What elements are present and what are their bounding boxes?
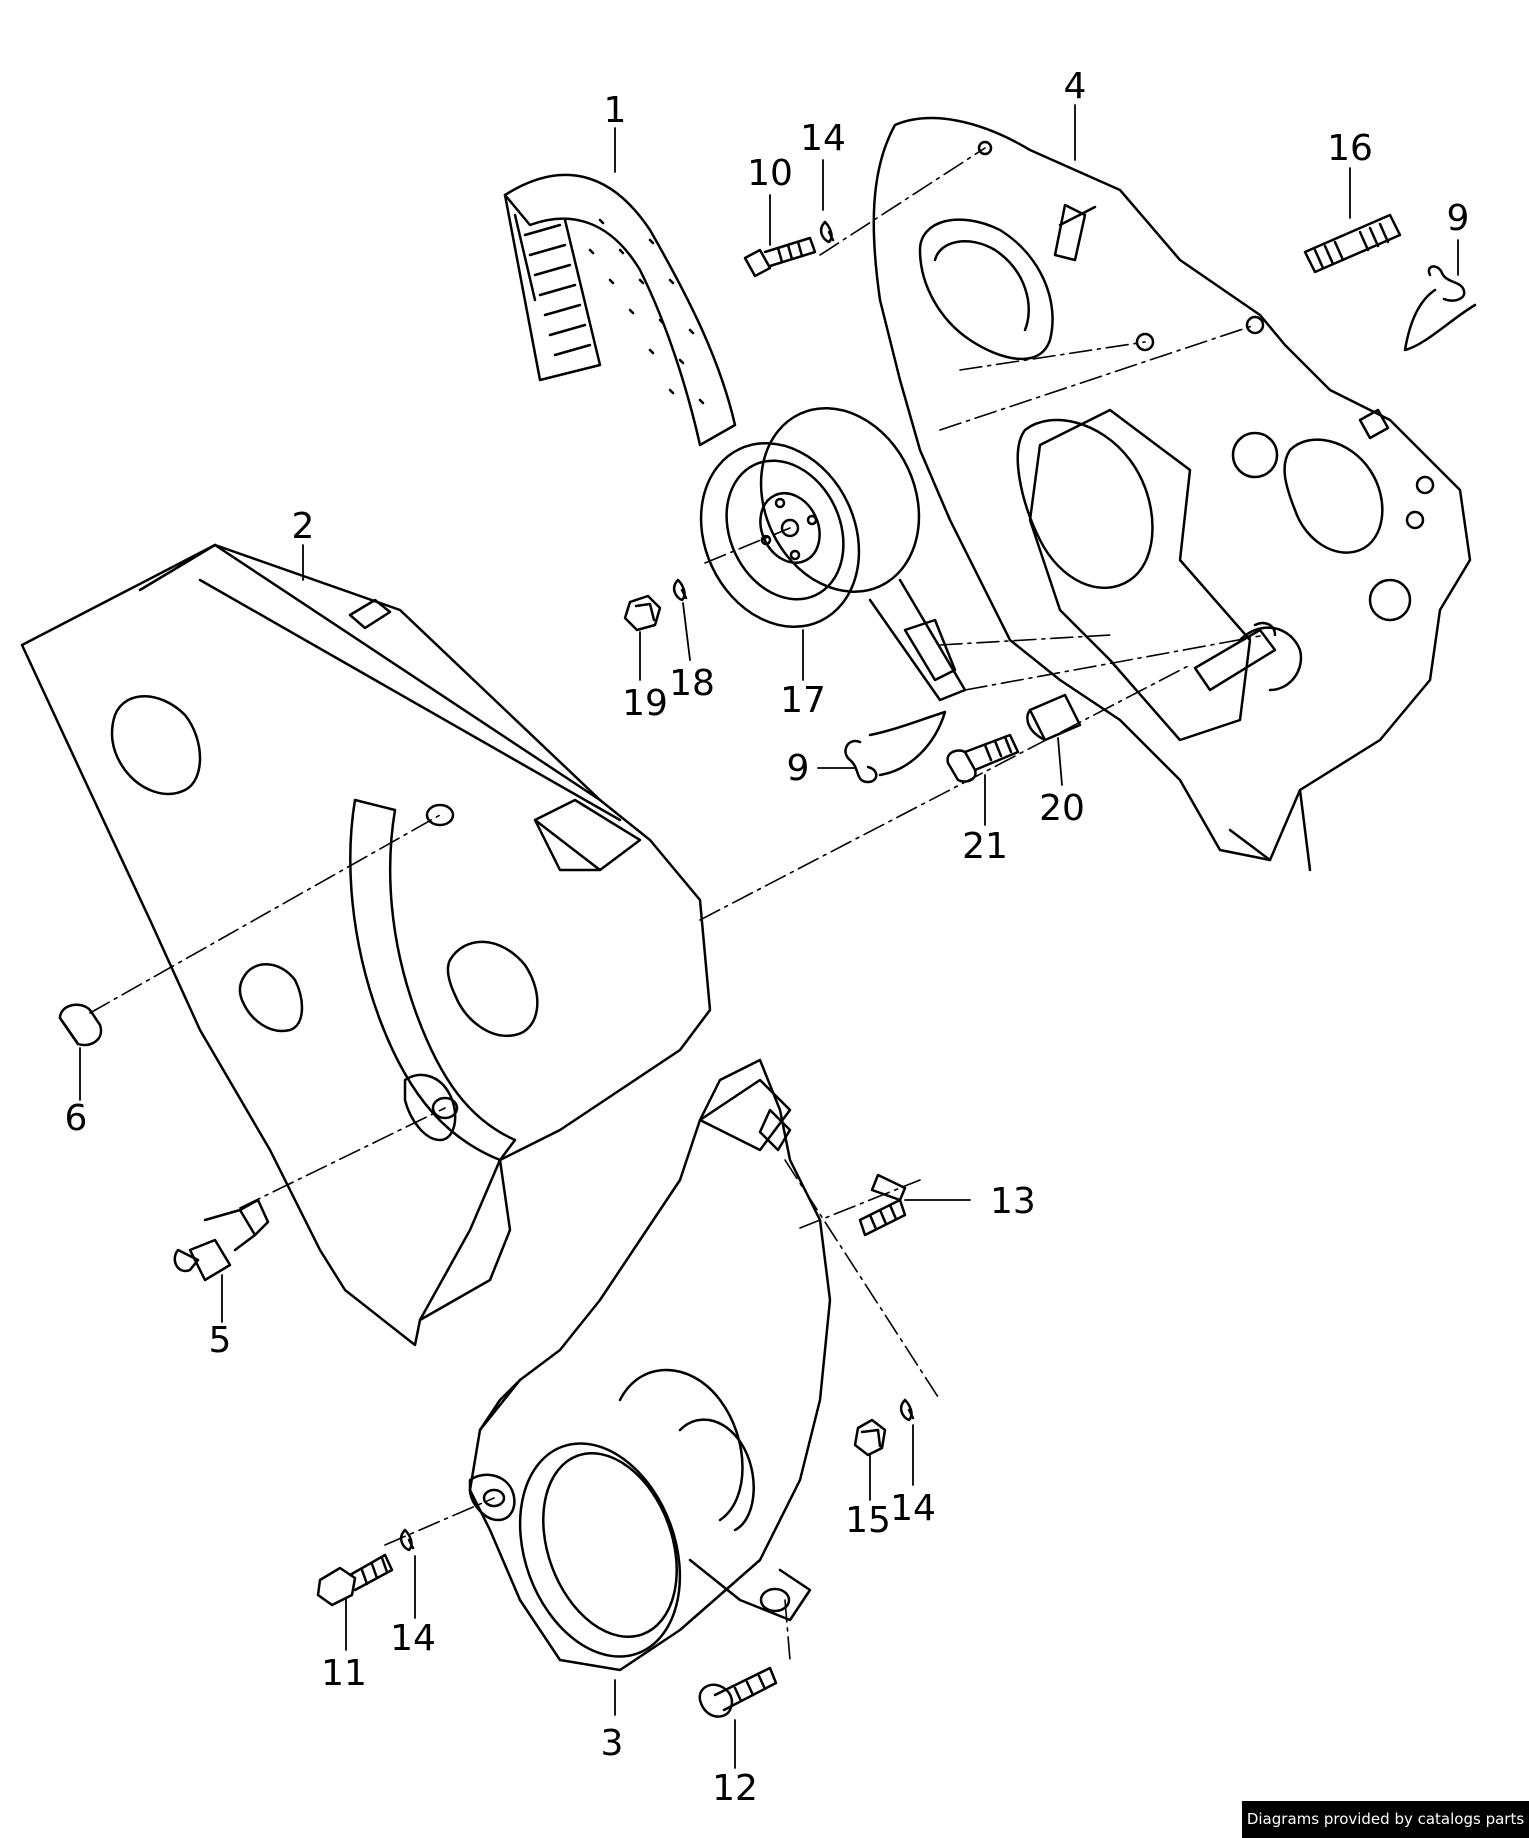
callout-14-right: 14 xyxy=(890,1488,936,1529)
callout-5: 5 xyxy=(209,1320,232,1361)
nut-15 xyxy=(853,1418,887,1457)
bolt-21 xyxy=(946,733,1020,783)
rear-cover xyxy=(872,116,1472,872)
callout-14-upper: 14 xyxy=(800,118,846,159)
callout-21: 21 xyxy=(962,826,1008,867)
timing-belt xyxy=(503,173,737,447)
diagram-credit-badge: Diagrams provided by catalogs parts xyxy=(1242,1801,1529,1838)
callout-9-upper: 9 xyxy=(1447,198,1470,239)
bolt-11 xyxy=(316,1553,394,1607)
callout-18: 18 xyxy=(669,663,715,704)
lower-front-cover xyxy=(468,1058,832,1672)
callout-16: 16 xyxy=(1327,128,1373,169)
bolt-13 xyxy=(858,1173,907,1237)
spring-washer-14-upper xyxy=(819,220,835,244)
callout-14-lower: 14 xyxy=(390,1618,436,1659)
spring-clip-9-middle xyxy=(844,710,947,784)
plug-cap-6 xyxy=(58,1003,103,1047)
callout-10: 10 xyxy=(747,153,793,194)
assembly-alignment-lines xyxy=(89,147,1261,1661)
bolt-12 xyxy=(698,1666,778,1718)
callout-19: 19 xyxy=(622,683,668,724)
callout-3: 3 xyxy=(601,1723,624,1764)
nut-19 xyxy=(623,594,662,632)
spring-washer-14-right xyxy=(899,1398,915,1422)
stud-16 xyxy=(1303,213,1402,274)
spring-washer-18 xyxy=(672,578,688,602)
callout-17: 17 xyxy=(780,680,826,721)
callout-20: 20 xyxy=(1039,788,1085,829)
callout-6: 6 xyxy=(65,1098,88,1139)
spring-washer-14-lower xyxy=(399,1528,415,1552)
callout-1: 1 xyxy=(604,90,627,131)
callout-2: 2 xyxy=(292,506,315,547)
bolt-10 xyxy=(743,236,817,278)
push-clip-5 xyxy=(173,1198,270,1282)
cover-sleeve xyxy=(1193,621,1277,692)
callout-labels: 1 2 3 4 5 6 9 9 10 11 12 13 14 14 14 15 … xyxy=(65,66,1470,1809)
callout-9-middle: 9 xyxy=(787,748,810,789)
callout-12: 12 xyxy=(712,1768,758,1809)
callout-15: 15 xyxy=(845,1500,891,1541)
tensioner-pulley xyxy=(699,407,967,702)
callout-13: 13 xyxy=(990,1181,1036,1222)
bushing-20 xyxy=(1026,693,1082,742)
spring-clip-9-upper xyxy=(1403,265,1477,352)
callout-leaders xyxy=(79,104,1459,1769)
callout-4: 4 xyxy=(1064,66,1087,107)
callout-11: 11 xyxy=(321,1653,367,1694)
upper-front-cover xyxy=(20,543,712,1347)
